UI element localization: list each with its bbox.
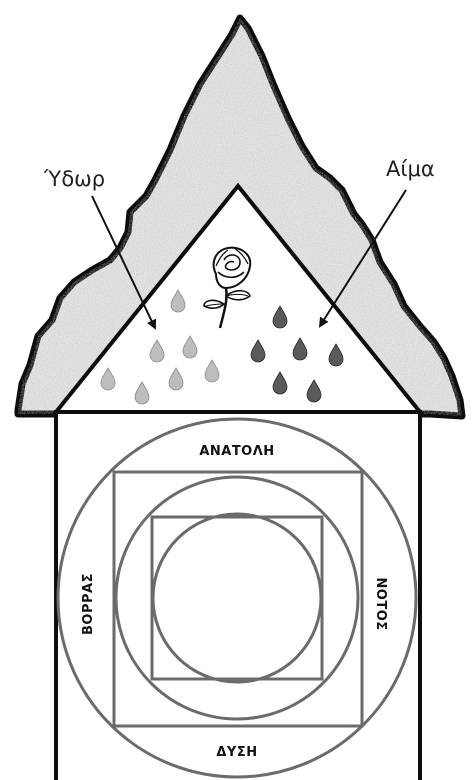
water-label: Ύδωρ xyxy=(43,167,105,191)
blood-label: Αίμα xyxy=(386,157,435,181)
direction-west-label: ΔΥΣΗ xyxy=(216,745,257,760)
direction-north-label: ΒΟΡΡΑΣ xyxy=(81,573,96,635)
direction-south-label: ΝΟΤΟΣ xyxy=(373,577,388,630)
direction-east-label: ΑΝΑΤΟΛΗ xyxy=(199,444,274,459)
